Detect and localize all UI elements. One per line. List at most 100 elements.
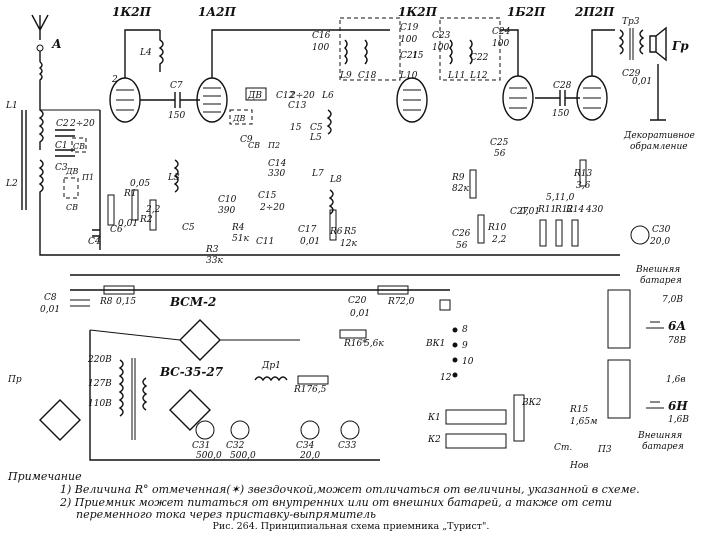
notes-heading: Примечание	[8, 470, 82, 483]
C11-label: C11	[256, 237, 274, 247]
antenna: А	[31, 14, 62, 92]
C15-label: C15	[258, 191, 277, 201]
ext-bat-top-l1: Внешняя	[635, 265, 680, 275]
C8-label: C8	[44, 293, 57, 303]
R4-label: R4	[231, 223, 245, 233]
figure-caption: Рис. 264. Принципиальная схема приемника…	[212, 521, 490, 532]
C26-label: C26	[452, 229, 471, 239]
tube-v1-label: 1К2П	[112, 5, 152, 19]
L1-label: L1	[5, 101, 18, 111]
if-transformer-1: C16 100 L9 C18 C19 100 C21 15 L10	[312, 17, 424, 81]
C5-label: C5	[182, 223, 195, 233]
DV-label-2: ДВ	[232, 114, 246, 123]
R15-value: 1,65м	[570, 417, 598, 427]
tap127-label: 127В	[88, 379, 112, 389]
R8-label: R8	[99, 297, 113, 307]
R11-label: R11	[537, 205, 556, 215]
tube-v1: 1К2П 2	[109, 5, 160, 123]
bat2-value: 78В	[668, 336, 686, 346]
C32-value: 500,0	[230, 451, 256, 461]
C9-label: C9	[240, 135, 253, 145]
P2-label: П2	[267, 141, 280, 150]
R3-value: 33к	[206, 256, 223, 266]
C12-label: C12	[276, 91, 295, 101]
T1-label: ВС-35-27	[159, 365, 224, 379]
DV-label-3: ДВ	[247, 91, 262, 101]
C32-label: C32	[226, 441, 245, 451]
speaker-label: Гр	[671, 39, 689, 53]
C3-label: C3	[55, 163, 68, 173]
switch-panel: ВК1 8 9 10 12 К1 К2 ВК2 R15 1,65м Ст. Но…	[425, 299, 612, 471]
tube-v3-label: 1К2П	[398, 5, 438, 19]
bat4-label: 6Н	[668, 399, 688, 413]
C23-value: 100	[432, 43, 449, 53]
C29-value: 0,01	[632, 77, 652, 87]
v1-cathode-network: C4 C6 0,01 R1 0,05 R2 2,2 L3 C5	[88, 110, 195, 250]
tube-v2-label: 1А2П	[198, 5, 236, 19]
bat3-label: 1,6в	[666, 375, 686, 385]
C23-label: C23	[432, 31, 451, 41]
L8-label: L8	[329, 175, 342, 185]
L5-label: L5	[309, 133, 322, 143]
C26-value: 56	[456, 241, 468, 251]
C7-capacitor: C7 150	[140, 81, 200, 121]
battery-blocks: 7,0В 6А 78В 1,6в 6Н 1,6В Внешняя батарея	[607, 289, 689, 452]
R10-label: R10	[487, 223, 507, 233]
R9-value: 82к	[452, 184, 469, 194]
C21-value: 15	[412, 51, 424, 61]
svg-text:12: 12	[440, 373, 452, 383]
notes-line1: 1) Величина R° отмеченная(✶) звездочкой,…	[60, 483, 640, 496]
L6-label: L6	[321, 91, 334, 101]
notes-line2: 2) Приемник может питаться от внутренних…	[60, 496, 613, 509]
L7-label: L7	[311, 169, 324, 179]
R13-label: R13	[573, 169, 593, 179]
C10-value: 390	[218, 206, 235, 216]
C17-value: 0,01	[300, 237, 320, 247]
nov-label: Нов	[569, 461, 589, 471]
SV-label-top: СВ	[73, 142, 85, 151]
C18-label: C18	[358, 71, 377, 81]
C27-value: 0,01	[520, 207, 540, 217]
R7-value: 2,0	[399, 297, 415, 307]
K2-label: К2	[427, 435, 441, 445]
C20-label: C20	[348, 296, 367, 306]
tap110-label: 110В	[88, 399, 112, 409]
R15-label: R15	[569, 405, 589, 415]
tube-v2: 1А2П	[196, 5, 390, 123]
C24-label: C24	[492, 27, 511, 37]
C6-label: C6	[110, 225, 123, 235]
C17-label: C17	[298, 225, 317, 235]
detector-network: C25 56 R9 82к C26 56 R10 2,2	[451, 138, 509, 251]
ext-bat-bot-l2: батарея	[642, 441, 684, 452]
C15-value: 2÷20	[259, 203, 285, 213]
R17-label: R17	[293, 385, 313, 395]
DV-label: ДВ	[65, 167, 79, 176]
C34-value: 20,0	[299, 451, 320, 461]
L4-coil: L4	[139, 30, 164, 72]
P3-label: П3	[597, 445, 612, 455]
C22-label: C22	[470, 53, 489, 63]
R6-value: 12к	[340, 239, 357, 249]
C6-value: 0,01	[118, 219, 138, 229]
agc-network: C17 0,01 R6 R5 12к	[298, 209, 357, 249]
if-transformer-2: C23 100 L11 L12 C24 100 C22	[432, 17, 511, 81]
R17-value: 6,5	[312, 385, 327, 395]
C19-value: 100	[400, 35, 417, 45]
R3-label: R3	[205, 245, 219, 255]
C25-value: 56	[494, 149, 506, 159]
R5-label: R5	[343, 227, 357, 237]
C30-value: 20,0	[649, 237, 670, 247]
Vk2-label: ВК2	[521, 398, 542, 408]
R9-label: R9	[451, 173, 465, 183]
Pr-label: Пр	[7, 375, 22, 385]
R11-value: 5,1	[546, 193, 560, 203]
C30-label: C30	[652, 225, 671, 235]
R2-value: 2,2	[145, 205, 161, 215]
L4-label: L4	[139, 48, 152, 58]
C34-label: C34	[296, 441, 315, 451]
Vk1-label: ВК1	[425, 339, 445, 349]
C5-label-2: C5	[310, 123, 323, 133]
power-buses: C8 0,01 R8 0,15 C20 0,01 R7 2,0	[40, 254, 620, 319]
C2-value: 2÷20	[69, 119, 95, 129]
ext-bat-bot-l1: Внешняя	[637, 431, 682, 441]
